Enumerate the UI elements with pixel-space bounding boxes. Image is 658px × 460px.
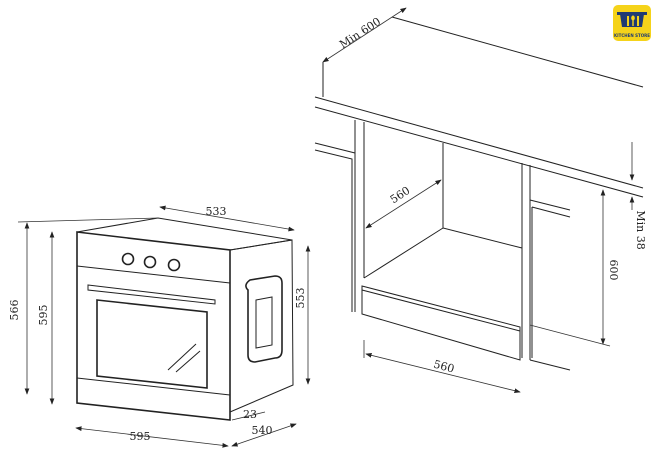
- right-door: [529, 199, 571, 358]
- dim-side-height: 553: [294, 288, 307, 309]
- oven-window: [96, 299, 208, 389]
- oven-dimension-lines: [17, 205, 311, 448]
- dim-total-depth: 540: [252, 424, 273, 437]
- dim-niche-width: 560: [432, 358, 456, 376]
- oven-side: [229, 239, 294, 413]
- dim-total-height: 566: [8, 300, 21, 321]
- dim-niche-height: 600: [607, 260, 620, 281]
- glass-reflection: [167, 343, 201, 373]
- knob-icon: [121, 252, 135, 266]
- door-bottom-edge: [76, 377, 231, 396]
- knob-icon: [143, 255, 157, 269]
- worktop-top: [322, 16, 644, 97]
- logo-text: KITCHEN STORE: [614, 33, 650, 38]
- dim-top-depth: 533: [206, 205, 227, 218]
- niche-back: [363, 143, 523, 279]
- floor-line: [529, 359, 571, 371]
- pot-utensils-icon: [617, 12, 647, 27]
- kitchen-store-logo: KITCHEN STORE: [613, 5, 651, 41]
- worktop-front-edge: [314, 96, 644, 198]
- dim-worktop-gap: Min 38: [634, 210, 647, 249]
- side-fan-housing: [245, 275, 283, 363]
- plinth: [361, 285, 521, 361]
- knob-icon: [167, 258, 181, 272]
- cabinet-dimension-lines: [322, 7, 635, 393]
- dim-niche-depth: 560: [388, 184, 413, 206]
- control-panel-edge: [76, 265, 231, 284]
- oven-front: [76, 231, 231, 421]
- dim-front-height: 595: [37, 305, 50, 326]
- side-fan-inner: [255, 296, 273, 349]
- left-door: [314, 142, 356, 312]
- dim-door-offset: 23: [243, 408, 257, 421]
- door-handle: [87, 284, 216, 305]
- dim-worktop-depth: Min 600: [337, 15, 383, 51]
- dim-front-width: 595: [130, 430, 151, 443]
- control-knobs: [121, 252, 181, 272]
- oven: [76, 217, 294, 421]
- cabinet: [314, 16, 644, 371]
- left-post: [354, 120, 365, 312]
- right-post: [521, 163, 531, 360]
